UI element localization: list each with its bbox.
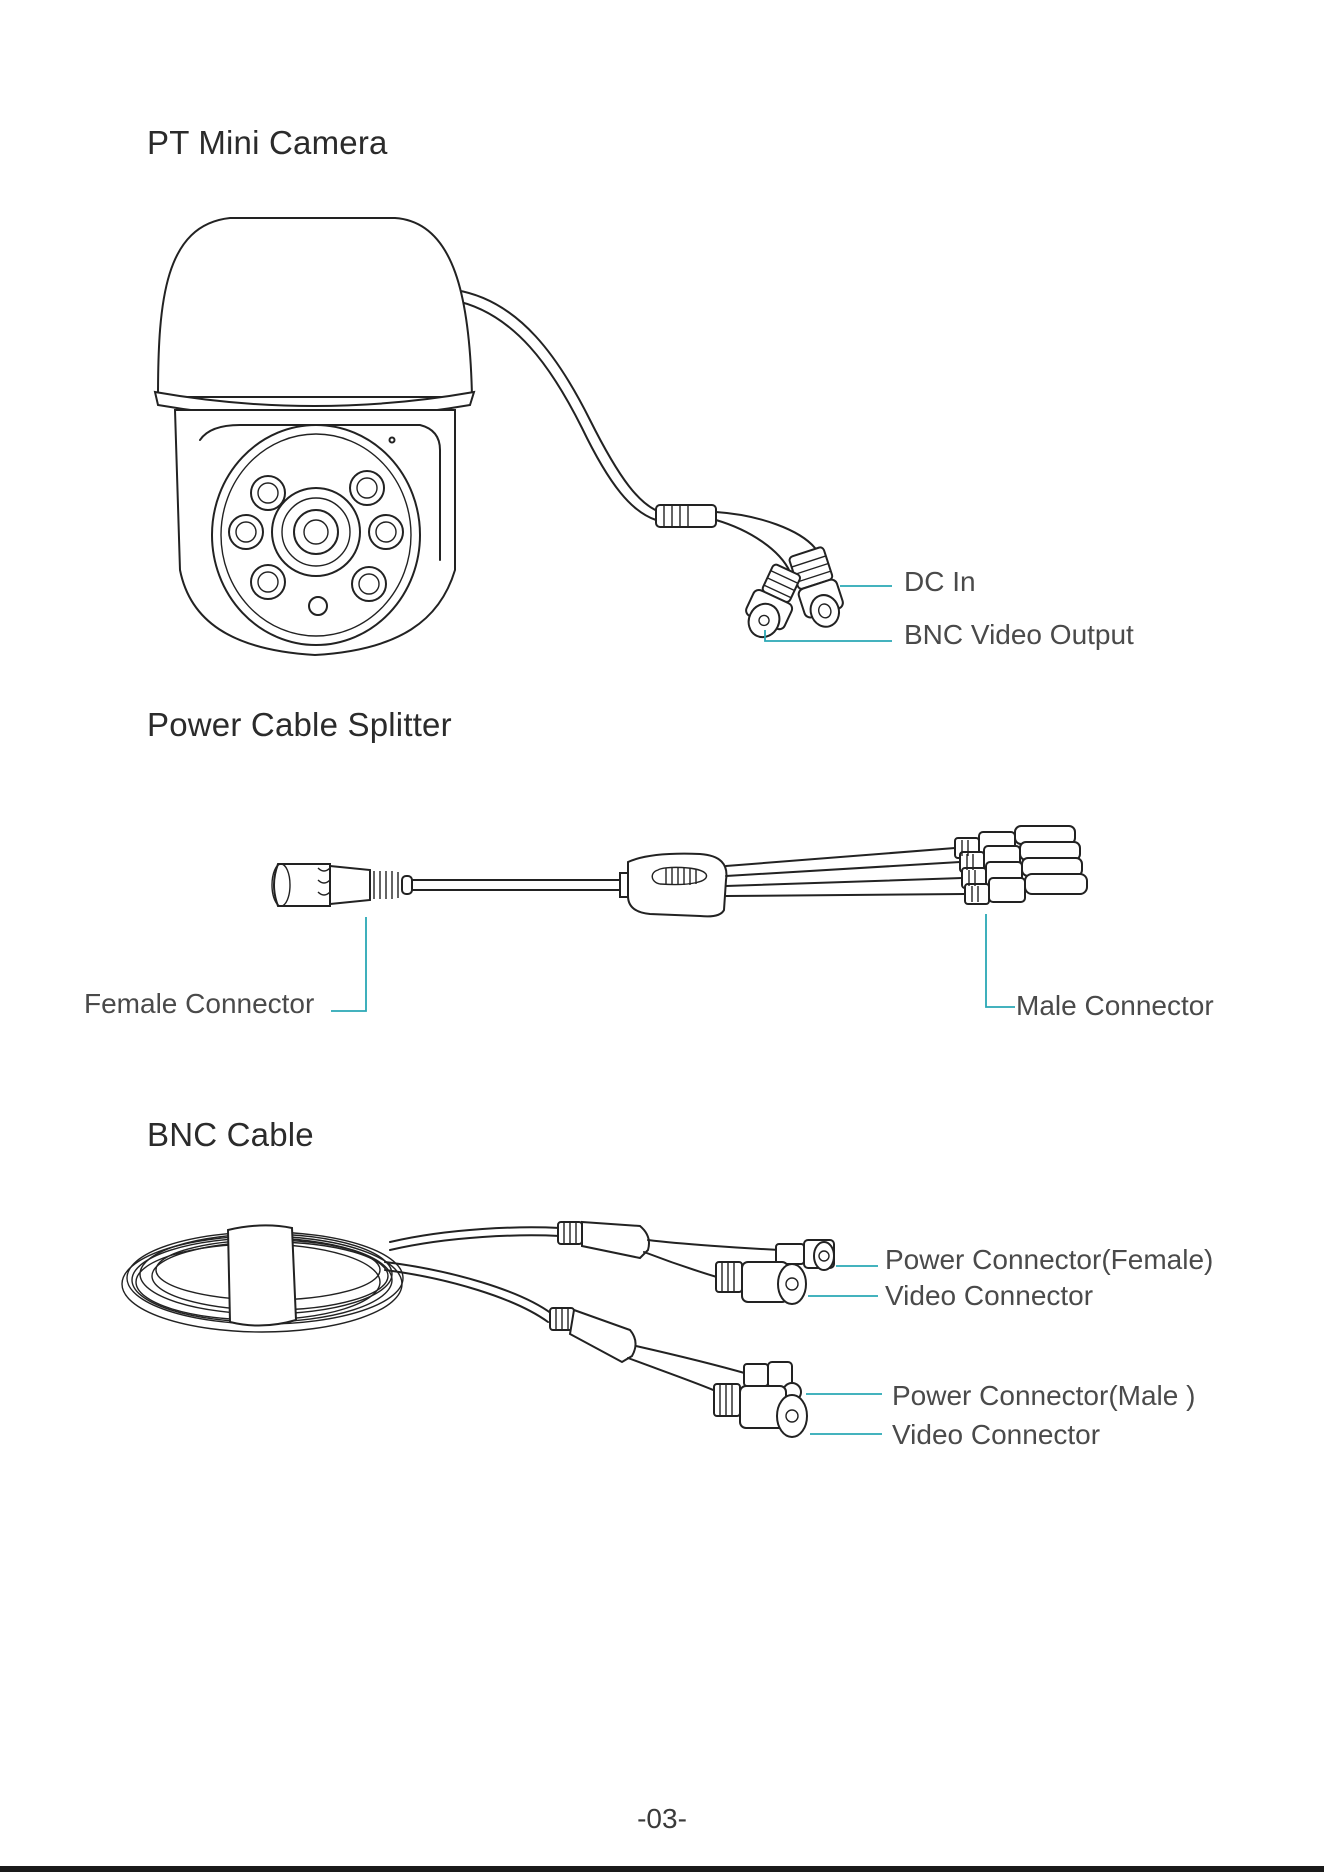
callout-power-connector-male: Power Connector(Male ) <box>892 1380 1195 1412</box>
ir-led-group <box>229 471 403 615</box>
cable-coil <box>122 1225 403 1332</box>
section-title-power-cable-splitter: Power Cable Splitter <box>147 706 452 744</box>
section-title-bnc-cable: BNC Cable <box>147 1116 314 1154</box>
page-bottom-border <box>0 1866 1324 1872</box>
callout-dc-in: DC In <box>904 566 976 598</box>
callout-male-connector: Male Connector <box>1016 990 1214 1022</box>
callout-video-connector-lower: Video Connector <box>892 1419 1100 1451</box>
callout-power-connector-female: Power Connector(Female) <box>885 1244 1213 1276</box>
callout-video-connector-upper: Video Connector <box>885 1280 1093 1312</box>
page-number: -03- <box>0 1803 1324 1835</box>
callout-bnc-video-output: BNC Video Output <box>904 619 1134 651</box>
section-title-pt-mini-camera: PT Mini Camera <box>147 124 388 162</box>
callout-female-connector: Female Connector <box>84 988 314 1020</box>
